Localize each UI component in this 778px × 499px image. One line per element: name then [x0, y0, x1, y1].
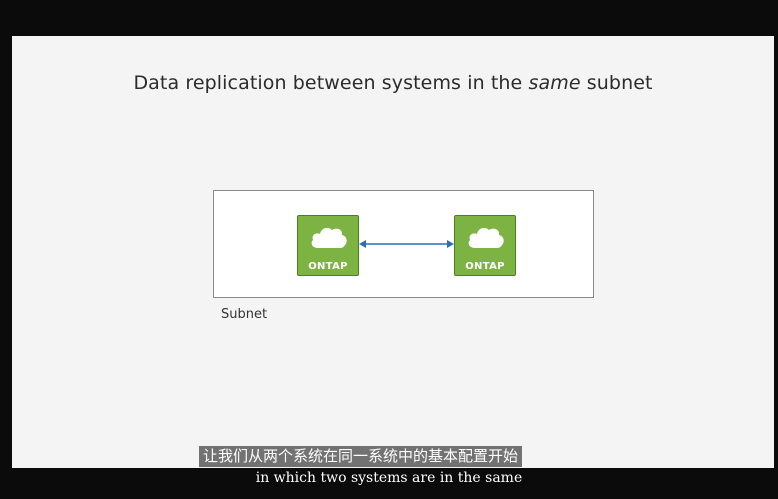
node-label: ONTAP	[465, 261, 505, 272]
slide-title: Data replication between systems in the …	[12, 72, 774, 94]
ontap-node-right: ONTAP	[454, 215, 516, 276]
subtitle-english: in which two systems are in the same	[255, 470, 523, 486]
subtitle-chinese: 让我们从两个系统在同一系统中的基本配置开始	[199, 446, 523, 467]
subnet-label: Subnet	[221, 307, 268, 322]
title-emphasis: same	[528, 72, 581, 94]
presentation-slide: Data replication between systems in the …	[12, 36, 774, 468]
cloud-icon	[311, 227, 347, 248]
title-prefix: Data replication between systems in the	[133, 72, 529, 94]
node-label: ONTAP	[308, 261, 348, 272]
replication-arrow-icon	[359, 240, 454, 248]
ontap-node-left: ONTAP	[297, 215, 359, 276]
cloud-icon	[468, 227, 504, 248]
subnet-box: ONTAP ONTAP	[213, 190, 594, 298]
title-suffix: subnet	[580, 72, 653, 94]
